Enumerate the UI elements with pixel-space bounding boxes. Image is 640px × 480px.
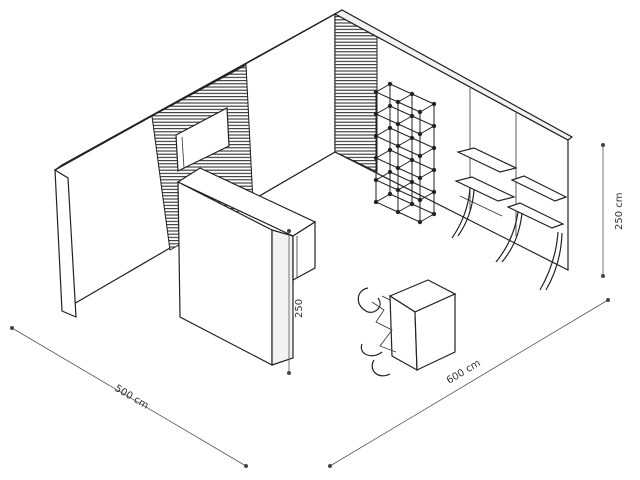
cube-connector xyxy=(431,145,437,151)
cube-frame-bar xyxy=(411,159,435,171)
cube-frame-bar xyxy=(411,181,435,193)
cube-connector xyxy=(431,101,437,107)
dimension-500: 500 cm xyxy=(10,326,248,468)
cube-connector xyxy=(373,89,379,95)
cube-frame-bar xyxy=(375,135,399,147)
cube-connector xyxy=(417,131,423,137)
cube-frame-bar xyxy=(419,213,435,223)
cube-frame-bar xyxy=(375,157,399,169)
cube-frame-bar xyxy=(397,93,413,103)
dimension-label-depth: 600 cm xyxy=(445,358,483,387)
cube-frame-bar xyxy=(389,193,413,205)
cube-connector xyxy=(387,81,393,87)
cube-connector xyxy=(409,201,415,207)
cube-frame-bar xyxy=(375,201,399,213)
cube-connector xyxy=(373,133,379,139)
cube-frame-bar xyxy=(397,137,413,147)
cube-connector xyxy=(417,175,423,181)
cube-connector xyxy=(431,211,437,217)
cube-connector xyxy=(431,167,437,173)
cube-frame-bar xyxy=(419,125,435,135)
window-opening xyxy=(175,107,230,172)
cube-connector xyxy=(395,165,401,171)
cube-connector xyxy=(373,177,379,183)
cube-frame-bar xyxy=(397,203,413,213)
cube-connector xyxy=(395,209,401,215)
cube-frame-bar xyxy=(375,105,391,115)
dimension-250-right: 250 cm xyxy=(601,143,625,278)
cube-frame-bar xyxy=(375,91,399,103)
cube-frame-bar xyxy=(375,113,399,125)
cube-connector xyxy=(387,103,393,109)
cube-shelving-unit xyxy=(373,81,437,225)
cube-connector xyxy=(373,111,379,117)
dimension-600: 600 cm xyxy=(328,298,610,468)
cube-frame-bar xyxy=(397,189,421,201)
cube-frame-bar xyxy=(389,83,413,95)
cube-frame-bar xyxy=(389,171,413,183)
cube-connector xyxy=(387,169,393,175)
cube-connector xyxy=(395,187,401,193)
cube-frame-bar xyxy=(375,83,391,93)
dimension-250-partition: 250 xyxy=(287,229,305,375)
cube-frame-bar xyxy=(375,149,391,159)
cube-frame-bar xyxy=(411,137,435,149)
cube-connector xyxy=(417,219,423,225)
cube-connector xyxy=(409,113,415,119)
cube-frame-bar xyxy=(389,127,413,139)
cube-connector xyxy=(409,179,415,185)
cube-frame-bar xyxy=(411,203,435,215)
cube-frame-bar xyxy=(375,127,391,137)
cube-frame-bar xyxy=(397,159,413,169)
cube-frame-bar xyxy=(389,105,413,117)
cube-frame-bar xyxy=(419,191,435,201)
cube-connector xyxy=(409,157,415,163)
dimension-label-partition: 250 xyxy=(294,299,305,318)
cube-frame-bar xyxy=(397,145,421,157)
cube-connector xyxy=(387,191,393,197)
cube-connector xyxy=(409,135,415,141)
cube-frame-bar xyxy=(375,179,399,191)
cube-frame-bar xyxy=(397,123,421,135)
cube-frame-bar xyxy=(411,115,435,127)
cube-frame-bar xyxy=(375,171,391,181)
wall-shelves xyxy=(451,147,568,291)
cube-frame-bar xyxy=(397,211,421,223)
front-partition-wall xyxy=(176,167,317,366)
cube-connector xyxy=(409,91,415,97)
cube-frame-bar xyxy=(397,167,421,179)
cube-frame-bar xyxy=(397,115,413,125)
cube-frame-bar xyxy=(419,169,435,179)
dimension-label-width: 500 cm xyxy=(112,383,150,412)
cube-frame-bar xyxy=(419,147,435,157)
cube-connector xyxy=(395,143,401,149)
cube-connector xyxy=(373,155,379,161)
cube-connector xyxy=(431,189,437,195)
cube-connector xyxy=(387,147,393,153)
slatwall-back-right xyxy=(334,13,378,173)
cube-frame-bar xyxy=(375,193,391,203)
cube-frame-bar xyxy=(397,181,413,191)
cube-frame-bar xyxy=(411,93,435,105)
cube-connector xyxy=(395,99,401,105)
reception-counter xyxy=(388,279,457,372)
cube-connector xyxy=(373,199,379,205)
cube-connector xyxy=(395,121,401,127)
cube-frame-bar xyxy=(419,103,435,113)
cube-connector xyxy=(417,109,423,115)
cube-connector xyxy=(417,153,423,159)
bar-stools xyxy=(357,287,397,377)
cube-connector xyxy=(417,197,423,203)
dimension-label-height: 250 cm xyxy=(614,192,625,230)
cube-frame-bar xyxy=(397,101,421,113)
cube-connector xyxy=(387,125,393,131)
cube-connector xyxy=(431,123,437,129)
cube-frame-bar xyxy=(389,149,413,161)
